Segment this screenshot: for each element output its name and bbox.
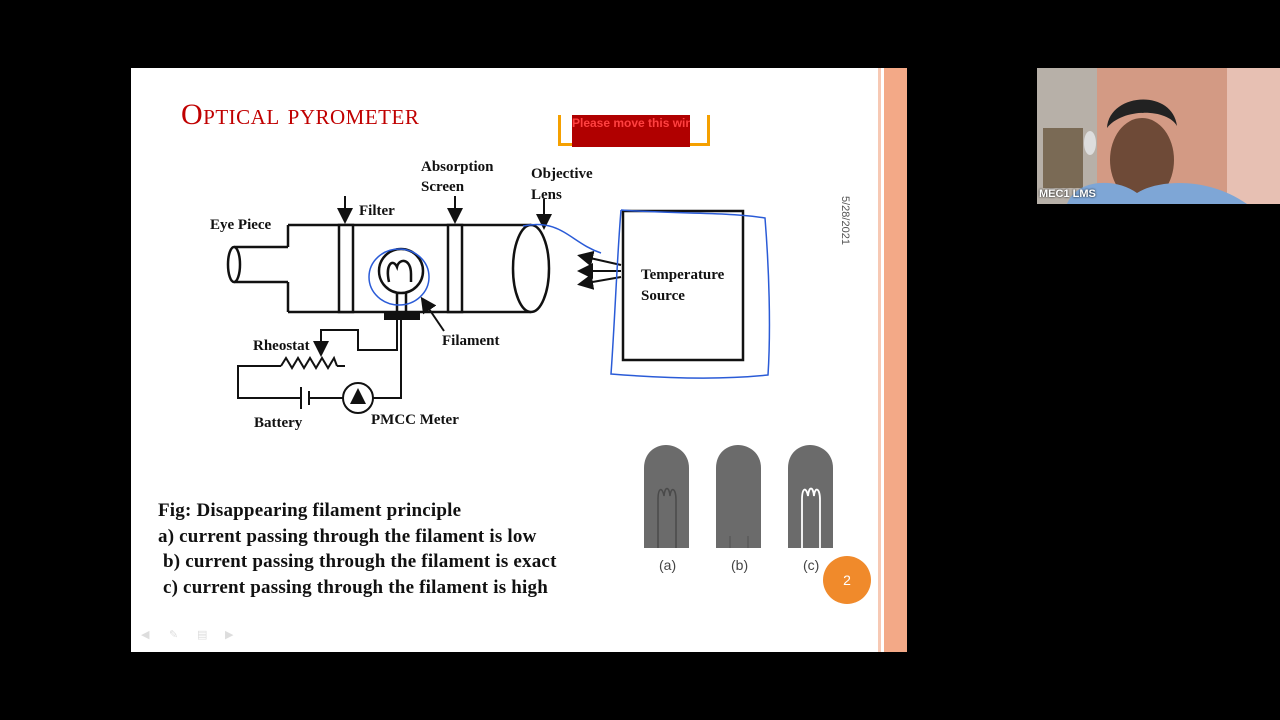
caption-line: b) current passing through the filament … <box>158 551 557 572</box>
filament-arrow <box>420 296 445 332</box>
label-eye-piece: Eye Piece <box>210 217 272 233</box>
presentation-slide: Optical pyrometer 5/28/2021 Please move … <box>131 68 907 652</box>
caption-line: c) current passing through the filament … <box>158 576 548 598</box>
label-filter: Filter <box>359 203 395 219</box>
label-meter: PMCC Meter <box>371 412 459 428</box>
label-screen: Screen <box>421 179 465 195</box>
filament-state-c: (c) <box>788 445 833 573</box>
previous-slide-icon[interactable]: ◀ <box>141 628 150 641</box>
share-notice[interactable]: Please move this window away from <box>558 115 710 152</box>
electric-circuit <box>237 320 402 414</box>
temperature-source-box <box>621 209 745 362</box>
participant-name: MEC1 LMS <box>1039 188 1096 200</box>
share-notice-text: Please move this window away from <box>572 115 690 147</box>
label-absorption: Absorption <box>421 159 494 175</box>
label-source: Source <box>641 288 685 304</box>
label-objective: Objective <box>531 166 593 182</box>
filament-annotation <box>368 248 430 306</box>
radiation-arrows <box>577 250 622 290</box>
caption-line: Fig: Disappearing filament principle <box>158 500 462 521</box>
page-number-badge: 2 <box>823 556 871 604</box>
figure-caption: Fig: Disappearing filament principle a) … <box>158 498 557 600</box>
lamp-base <box>384 312 420 320</box>
participant-video-feed <box>1037 68 1280 204</box>
source-annotation <box>522 209 771 379</box>
next-slide-icon[interactable]: ▶ <box>225 628 234 641</box>
caption-line: a) current passing through the filament … <box>158 525 537 547</box>
label-rheostat: Rheostat <box>253 338 310 354</box>
label-lens: Lens <box>531 187 562 203</box>
filament-state-label: (c) <box>803 557 819 573</box>
label-filament: Filament <box>442 333 500 349</box>
participant-video-tile[interactable]: MEC1 LMS <box>1037 68 1280 204</box>
menu-icon[interactable]: ▤ <box>197 628 208 641</box>
absorption-screen-plate <box>446 223 464 314</box>
pen-icon[interactable]: ✎ <box>169 628 179 641</box>
slide-controls: ◀ ✎ ▤ ▶ <box>141 628 239 641</box>
slide-decor-bar <box>876 68 907 652</box>
filament-lamp <box>377 247 425 313</box>
filament-state-a: (a) <box>644 445 689 573</box>
slide-title: Optical pyrometer <box>181 98 420 131</box>
eye-piece-tube <box>226 245 288 284</box>
label-temperature: Temperature <box>641 267 725 283</box>
filter-plate <box>337 223 355 314</box>
filament-state-label: (b) <box>731 557 748 573</box>
pyrometer-diagram: Eye Piece Filter Absorption Screen Objec… <box>210 159 833 573</box>
filament-state-label: (a) <box>659 557 676 573</box>
label-battery: Battery <box>254 415 303 431</box>
filament-state-b: (b) <box>716 445 761 573</box>
